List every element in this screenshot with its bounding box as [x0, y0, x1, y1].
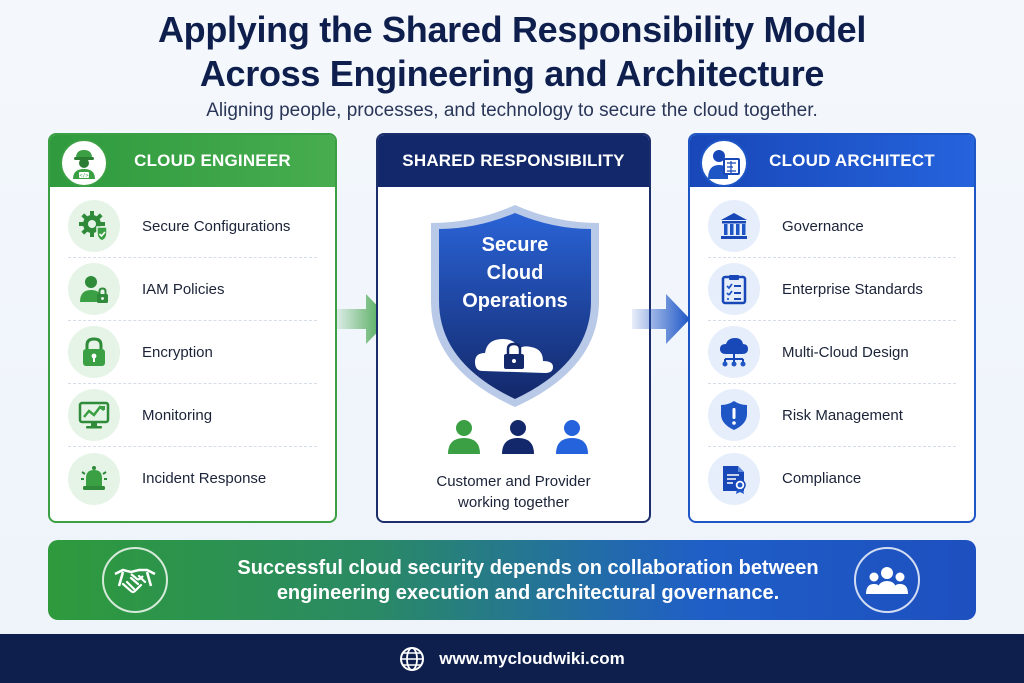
shield-alert-icon	[708, 389, 760, 441]
people-group	[446, 418, 590, 454]
list-item-monitoring: Monitoring	[68, 384, 317, 447]
item-label: IAM Policies	[142, 280, 225, 298]
shield-icon	[431, 205, 599, 407]
handshake-icon	[102, 547, 168, 613]
svg-text:</>: </>	[79, 173, 88, 179]
padlock-icon	[68, 326, 120, 378]
caption-line-1: Customer and Provider	[436, 473, 591, 490]
team-icon	[854, 547, 920, 613]
list-item-secure-configurations: Secure Configurations	[68, 195, 317, 258]
banner-line-2: engineering execution and architectural …	[276, 582, 780, 604]
institution-icon	[708, 200, 760, 252]
engineer-avatar-icon: </>	[60, 139, 108, 187]
banner-text: Successful cloud security depends on col…	[228, 556, 828, 606]
cloud-engineer-panel: CLOUD ENGINEER </>	[48, 133, 337, 523]
user-lock-icon	[68, 263, 120, 315]
cloud-architect-list: Governance Enterprise Standards	[690, 187, 974, 510]
item-label: Secure Configurations	[142, 217, 291, 235]
list-item-multi-cloud-design: Multi-Cloud Design	[708, 321, 956, 384]
collaboration-banner: Successful cloud security depends on col…	[48, 540, 976, 620]
person-green-icon	[448, 420, 480, 454]
cloud-network-icon	[708, 326, 760, 378]
gear-shield-icon	[68, 200, 120, 252]
footer-url-link[interactable]: www.mycloudwiki.com	[439, 648, 625, 668]
title-line-2: Across Engineering and Architecture	[199, 53, 825, 94]
architect-avatar-icon	[700, 139, 748, 187]
list-item-incident-response: Incident Response	[68, 447, 317, 510]
checklist-icon	[708, 263, 760, 315]
blue-arrow-icon	[632, 294, 690, 344]
list-item-iam-policies: IAM Policies	[68, 258, 317, 321]
page-title: Applying the Shared Responsibility Model…	[0, 8, 1024, 96]
shield-line-2: Cloud	[486, 262, 544, 284]
person-navy-icon	[502, 420, 534, 454]
item-label: Encryption	[142, 343, 213, 361]
shield-text: Secure Cloud Operations	[425, 231, 605, 315]
shared-responsibility-header: SHARED RESPONSIBILITY	[378, 135, 649, 187]
footer-bar: www.mycloudwiki.com	[0, 634, 1024, 683]
globe-icon	[400, 646, 425, 671]
alarm-bell-icon	[68, 452, 120, 505]
list-item-risk-management: Risk Management	[708, 384, 956, 447]
shared-caption: Customer and Provider working together	[378, 471, 649, 513]
caption-line-2: working together	[458, 494, 569, 511]
certificate-icon	[708, 452, 760, 505]
banner-line-1: Successful cloud security depends on col…	[237, 557, 819, 579]
item-label: Compliance	[782, 470, 862, 487]
cloud-lock-icon	[475, 339, 553, 373]
item-label: Monitoring	[142, 406, 213, 424]
secure-cloud-shield: Secure Cloud Operations	[425, 201, 605, 416]
list-item-compliance: Compliance	[708, 447, 956, 510]
cloud-architect-heading: CLOUD ARCHITECT	[769, 151, 935, 170]
list-item-encryption: Encryption	[68, 321, 317, 384]
list-item-enterprise-standards: Enterprise Standards	[708, 258, 956, 321]
page-subtitle: Aligning people, processes, and technolo…	[206, 100, 818, 121]
person-blue-icon	[556, 420, 588, 454]
title-line-1: Applying the Shared Responsibility Model	[157, 9, 867, 50]
item-label: Multi-Cloud Design	[782, 343, 909, 361]
item-label: Incident Response	[142, 470, 267, 487]
list-item-governance: Governance	[708, 195, 956, 258]
shield-line-1: Secure	[481, 234, 549, 256]
cloud-engineer-list: Secure Configurations IAM Policies	[50, 187, 335, 510]
monitor-chart-icon	[68, 389, 120, 441]
cloud-architect-panel: CLOUD ARCHITECT Governance	[688, 133, 976, 523]
shared-responsibility-heading: SHARED RESPONSIBILITY	[402, 151, 625, 170]
item-label: Enterprise Standards	[782, 280, 923, 298]
cloud-engineer-heading: CLOUD ENGINEER	[134, 151, 291, 170]
shield-line-3: Operations	[462, 290, 568, 312]
item-label: Risk Management	[782, 406, 903, 424]
shared-responsibility-panel: SHARED RESPONSIBILITY Secure Cloud Opera…	[376, 133, 651, 523]
item-label: Governance	[782, 217, 864, 235]
